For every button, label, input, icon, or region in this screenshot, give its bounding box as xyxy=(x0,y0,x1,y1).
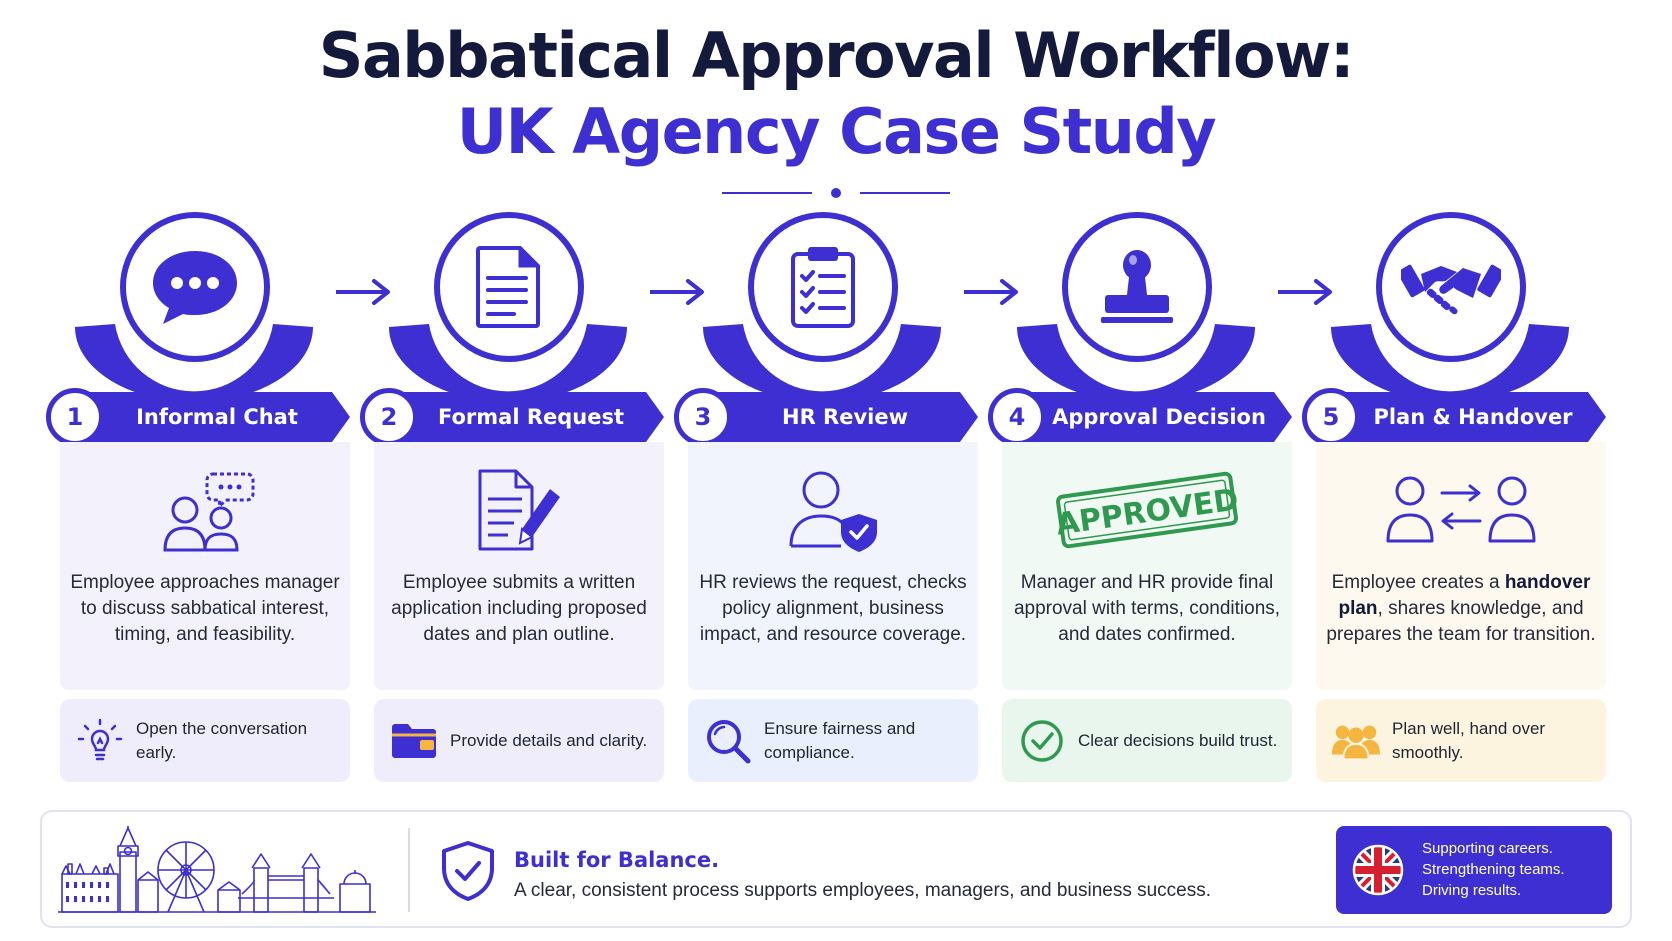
step-description: Employee approaches manager to discuss s… xyxy=(70,572,340,645)
step-description: Employee submits a written application i… xyxy=(391,572,647,645)
step-tip: Open the conversation early. xyxy=(60,699,350,782)
step-title: Approval Decision xyxy=(1052,405,1266,429)
check-circle-icon xyxy=(1021,720,1063,762)
approved-stamp-icon: APPROVED xyxy=(1054,471,1241,549)
step-informal-chat: 1 Informal Chat Employee approaches mana… xyxy=(38,212,350,782)
flow-arrow-icon xyxy=(650,279,704,305)
footer-separator xyxy=(408,828,410,912)
people-discussion-icon xyxy=(163,472,255,552)
footer-callout-line: Strengthening teams. xyxy=(1422,861,1565,878)
step-tip: Plan well, hand over smoothly. xyxy=(1316,699,1606,782)
step-title: HR Review xyxy=(782,405,908,429)
step-approval-decision: 4 Approval Decision APPROVED Manager and… xyxy=(980,212,1292,782)
circle-base-shape xyxy=(1331,324,1569,398)
step-icon-circle xyxy=(1017,212,1255,398)
shield-check-icon xyxy=(442,841,494,901)
step-number-badge: 4 xyxy=(988,388,1046,446)
footer-callout: Supporting careers. Strengthening teams.… xyxy=(1336,826,1612,914)
folder-icon xyxy=(392,724,436,758)
step-plan-handover: 5 Plan & Handover Employee creates a han… xyxy=(1294,212,1606,782)
step-card: Employee approaches manager to discuss s… xyxy=(60,442,350,690)
clipboard-checklist-icon xyxy=(791,247,855,328)
ribbon-shape xyxy=(392,392,664,442)
footer-callout-line: Supporting careers. xyxy=(1422,840,1553,857)
circle-base-shape xyxy=(75,324,313,398)
title-line-2: UK Agency Case Study xyxy=(456,95,1217,168)
footer-banner: Built for Balance. A clear, consistent p… xyxy=(40,810,1632,928)
step-tip-text: Plan well, hand over smoothly. xyxy=(1392,718,1546,762)
step-icon-circle xyxy=(703,212,941,398)
document-pen-icon xyxy=(478,469,560,551)
ribbon-shape xyxy=(706,392,978,442)
users-exchange-icon xyxy=(1386,476,1536,543)
lightbulb-icon xyxy=(77,718,123,761)
circle-base-shape xyxy=(389,324,627,398)
flow-arrow-icon xyxy=(1278,279,1332,305)
footer-description: A clear, consistent process supports emp… xyxy=(514,880,1212,901)
step-ribbon: 2 Formal Request xyxy=(360,388,664,446)
step-description: Manager and HR provide final approval wi… xyxy=(1013,572,1281,645)
step-ribbon: 4 Approval Decision xyxy=(988,388,1292,446)
step-card: APPROVED Manager and HR provide final ap… xyxy=(1002,442,1292,690)
step-tip-text: Ensure fairness and compliance. xyxy=(764,718,916,762)
london-skyline-icon xyxy=(58,826,376,913)
step-number-badge: 2 xyxy=(360,388,418,446)
uk-flag-icon xyxy=(1352,844,1404,896)
footer-callout-line: Driving results. xyxy=(1422,882,1522,899)
step-number-badge: 3 xyxy=(674,388,732,446)
circle-base-shape xyxy=(703,324,941,398)
step-description: Employee creates a handover plan, shares… xyxy=(1326,572,1596,645)
title-divider xyxy=(722,188,950,198)
step-title: Plan & Handover xyxy=(1373,405,1573,429)
step-formal-request: 2 Formal Request Employee submits a writ… xyxy=(352,212,664,782)
page-title: Sabbatical Approval Workflow: UK Agency … xyxy=(0,18,1672,170)
step-icon-circle xyxy=(75,212,313,398)
step-description: HR reviews the request, checks policy al… xyxy=(699,572,967,645)
step-card: HR reviews the request, checks policy al… xyxy=(688,442,978,690)
step-number-badge: 1 xyxy=(46,388,104,446)
flow-arrow-icon xyxy=(336,279,390,305)
step-title: Informal Chat xyxy=(136,405,298,429)
footer-title: Built for Balance. xyxy=(514,848,720,872)
step-ribbon: 5 Plan & Handover xyxy=(1302,388,1606,446)
step-tip-text: Provide details and clarity. xyxy=(450,730,648,750)
step-card: Employee creates a handover plan, shares… xyxy=(1316,442,1606,690)
step-tip: Provide details and clarity. xyxy=(374,699,664,782)
step-tip-text: Clear decisions build trust. xyxy=(1078,730,1278,750)
handshake-icon xyxy=(1401,264,1501,315)
step-ribbon: 1 Informal Chat xyxy=(46,388,350,446)
step-tip-text: Open the conversation early. xyxy=(136,718,308,762)
user-shield-icon xyxy=(789,471,877,552)
step-card: Employee submits a written application i… xyxy=(374,442,664,690)
title-line-1: Sabbatical Approval Workflow: xyxy=(318,19,1355,92)
ribbon-shape xyxy=(1334,392,1606,442)
magnifier-icon xyxy=(707,720,751,764)
step-number-badge: 5 xyxy=(1302,388,1360,446)
handover-plan-emphasis: handover plan xyxy=(1338,572,1591,619)
ribbon-shape xyxy=(78,392,350,442)
chat-bubble-icon xyxy=(153,251,237,324)
ribbon-shape xyxy=(1020,392,1292,442)
step-title: Formal Request xyxy=(437,405,625,429)
step-tip: Ensure fairness and compliance. xyxy=(688,699,978,782)
stamp-icon xyxy=(1101,250,1173,323)
step-tip: Clear decisions build trust. xyxy=(1002,699,1292,782)
step-ribbon: 3 HR Review xyxy=(674,388,978,446)
document-icon xyxy=(476,246,540,328)
step-hr-review: 3 HR Review HR reviews the request, chec… xyxy=(666,212,978,782)
circle-base-shape xyxy=(1017,324,1255,398)
step-icon-circle xyxy=(389,212,627,398)
step-icon-circle xyxy=(1331,212,1569,398)
team-icon xyxy=(1331,725,1381,761)
flow-arrow-icon xyxy=(964,279,1018,305)
